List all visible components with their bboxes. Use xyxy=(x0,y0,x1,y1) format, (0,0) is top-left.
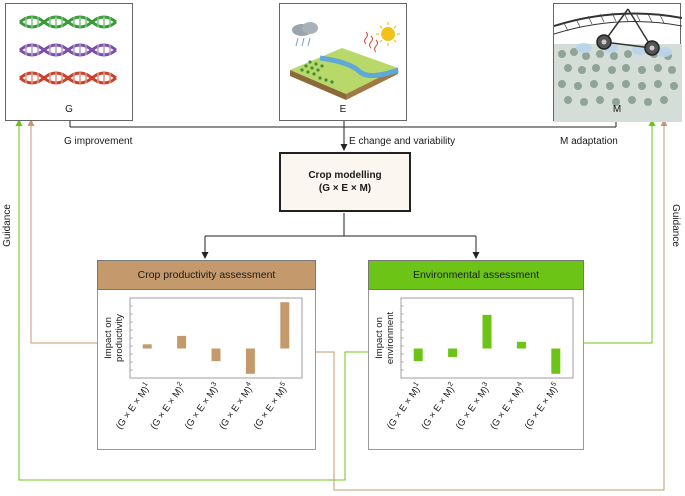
environment-panel: Environmental assessment Impact onenviro… xyxy=(368,260,584,450)
bar xyxy=(482,314,492,349)
guidance-right-label: Guidance xyxy=(669,204,681,247)
crop-modelling-title: Crop modelling xyxy=(308,170,382,181)
management-label: M xyxy=(612,104,622,115)
category-label: (G × E × M)4 xyxy=(487,381,528,432)
environment-panel-title: Environmental assessment xyxy=(368,260,584,290)
category-label: (G × E × M)1 xyxy=(113,381,154,432)
bar xyxy=(177,335,187,349)
g-improvement-label: G improvement xyxy=(64,136,133,147)
crop-modelling-formula: (G × E × M) xyxy=(318,183,372,194)
landscape-icon xyxy=(290,22,400,100)
environment-box: E xyxy=(279,3,407,121)
productivity-panel-title: Crop productivity assessment xyxy=(97,260,316,290)
y-axis-label: Impact onenvironment xyxy=(374,312,396,365)
environment-chart: Impact onenvironment(G × E × M)1(G × E ×… xyxy=(374,297,574,432)
guidance-left-label: Guidance xyxy=(1,204,13,247)
plot-frame xyxy=(129,297,303,379)
category-label: (G × E × M)2 xyxy=(148,381,189,432)
dna-icon xyxy=(19,15,117,85)
genotype-label: G xyxy=(65,104,73,115)
category-label: (G × E × M)3 xyxy=(182,381,223,432)
bar xyxy=(551,348,561,374)
y-axis-label: Impact onproductivity xyxy=(103,314,125,362)
m-adaptation-label: M adaptation xyxy=(560,136,618,147)
productivity-panel: Crop productivity assessment Impact onpr… xyxy=(97,260,316,450)
bar xyxy=(245,348,255,374)
bar xyxy=(280,302,290,349)
management-box: M xyxy=(553,3,682,122)
category-label: (G × E × M)1 xyxy=(384,381,425,432)
crop-modelling-box: Crop modelling (G × E × M) xyxy=(279,152,411,212)
genotype-box: G xyxy=(5,3,133,121)
category-label: (G × E × M)5 xyxy=(522,381,563,432)
bar xyxy=(413,348,423,362)
irrigation-icon xyxy=(554,8,682,122)
category-label: (G × E × M)5 xyxy=(251,381,292,432)
productivity-chart: Impact onproductivity(G × E × M)1(G × E … xyxy=(103,297,303,432)
environment-label: E xyxy=(339,104,347,115)
bar xyxy=(448,348,458,357)
category-label: (G × E × M)4 xyxy=(216,381,257,432)
bar xyxy=(516,341,526,349)
bar xyxy=(211,348,221,362)
bar xyxy=(142,344,152,349)
category-label: (G × E × M)3 xyxy=(453,381,494,432)
category-label: (G × E × M)2 xyxy=(419,381,460,432)
e-change-label: E change and variability xyxy=(349,136,456,147)
